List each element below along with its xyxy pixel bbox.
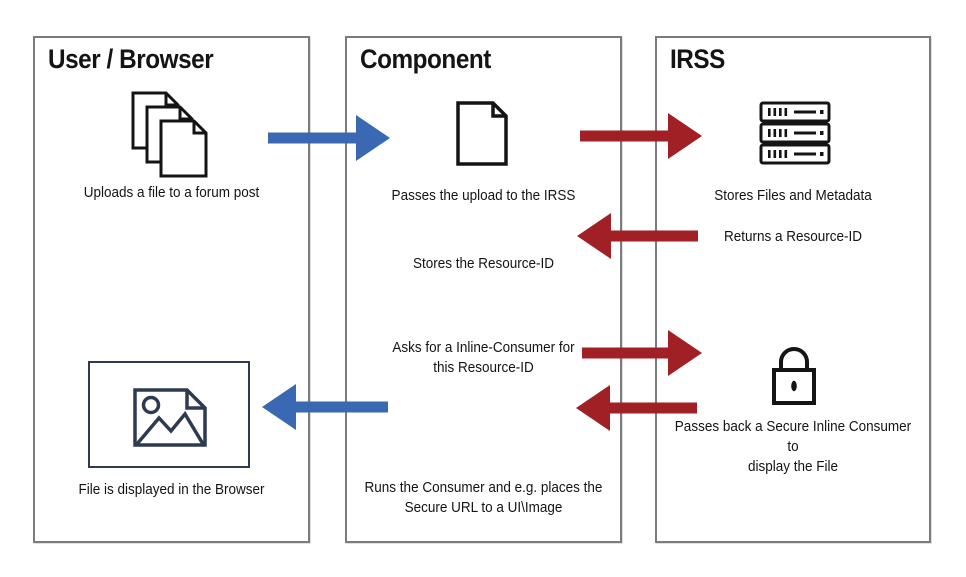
caption-returns-resource-id: Returns a Resource-ID — [723, 228, 863, 245]
caption-stores-resource-id: Stores the Resource-ID — [412, 255, 555, 272]
files-icon — [131, 91, 208, 178]
arrow-ask-inline-consumer — [582, 330, 702, 376]
arrow-display-in-browser — [262, 384, 388, 430]
arrow-return-resource-id — [577, 213, 698, 259]
arrow-upload-to-component — [268, 115, 390, 161]
caption-runs-consumer: Runs the Consumer and e.g. places the Se… — [364, 479, 603, 516]
image-icon — [88, 361, 250, 468]
caption-passes-back-consumer: Passes back a Secure Inline Consumer to … — [674, 418, 912, 475]
column-title-user-browser: User / Browser — [48, 44, 214, 74]
caption-passes-upload: Passes the upload to the IRSS — [391, 187, 576, 204]
caption-asks-inline-consumer: Asks for a Inline-Consumer for this Reso… — [392, 339, 575, 376]
caption-stores-files: Stores Files and Metadata — [714, 187, 872, 204]
document-icon — [456, 101, 508, 166]
column-title-component: Component — [360, 44, 491, 74]
arrow-pass-back-consumer — [576, 385, 697, 431]
caption-uploads-file: Uploads a file to a forum post — [83, 184, 260, 201]
caption-file-displayed: File is displayed in the Browser — [78, 481, 265, 498]
server-icon — [759, 101, 831, 165]
arrow-pass-upload-to-irss — [580, 113, 702, 159]
lock-icon — [772, 347, 816, 405]
column-title-irss: IRSS — [670, 44, 725, 74]
